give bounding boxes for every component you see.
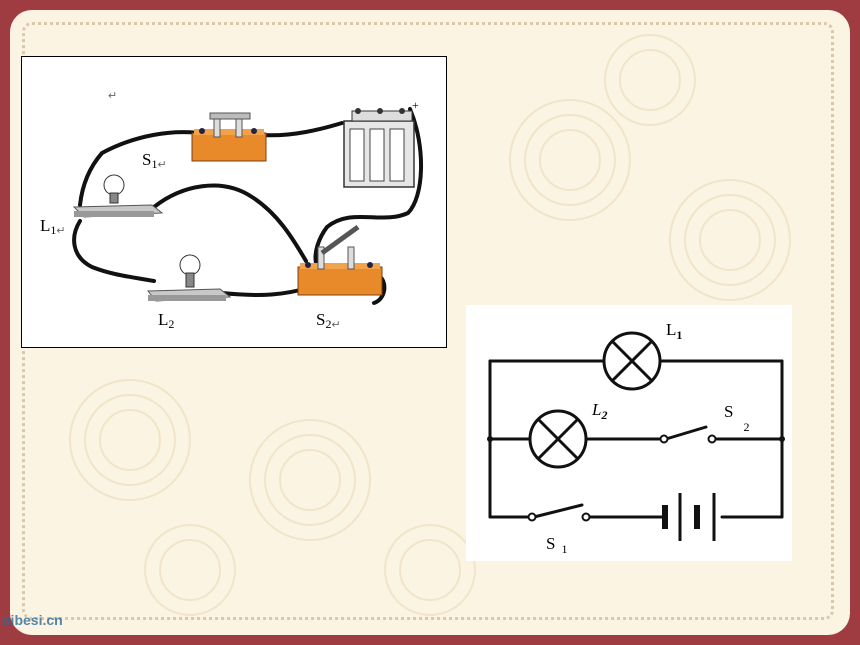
schematic-lamp-l2	[528, 409, 588, 469]
lamp-l1	[72, 174, 164, 218]
wiring-label-l1: L1↵	[40, 216, 66, 237]
junction-right	[779, 436, 785, 442]
schematic-label-s2: S2	[724, 402, 749, 434]
battery-plus-sign: +	[412, 98, 419, 112]
watermark-logo: oibesi.cn	[2, 612, 63, 628]
wiring-label-s2: S2↵	[316, 310, 341, 331]
schematic-s2-contact-left	[659, 434, 669, 444]
schematic-s1-contact-right	[581, 512, 591, 522]
schematic-label-l1: L1	[666, 320, 682, 342]
switch-s2	[297, 224, 383, 296]
wiring-label-s1: S1↵	[142, 150, 167, 171]
schematic-lamp-l1	[602, 331, 662, 391]
wiring-return-mark: ↵	[108, 90, 117, 102]
junction-left	[487, 436, 493, 442]
schematic-battery	[662, 493, 716, 541]
wiring-svg: S1↵ + L1↵ L2	[40, 90, 424, 331]
schematic-s1-contact-left	[527, 512, 537, 522]
physical-circuit-diagram: S1↵ + L1↵ L2	[21, 56, 447, 348]
swirl-pattern	[69, 34, 791, 616]
switch-s1	[191, 112, 267, 162]
schematic-s2-contact-right	[707, 434, 717, 444]
wiring-label-l2: L2	[158, 310, 174, 331]
battery	[343, 108, 415, 188]
lamp-l2	[146, 254, 232, 302]
schematic-label-l2: L2	[591, 400, 607, 422]
wires	[72, 107, 424, 305]
